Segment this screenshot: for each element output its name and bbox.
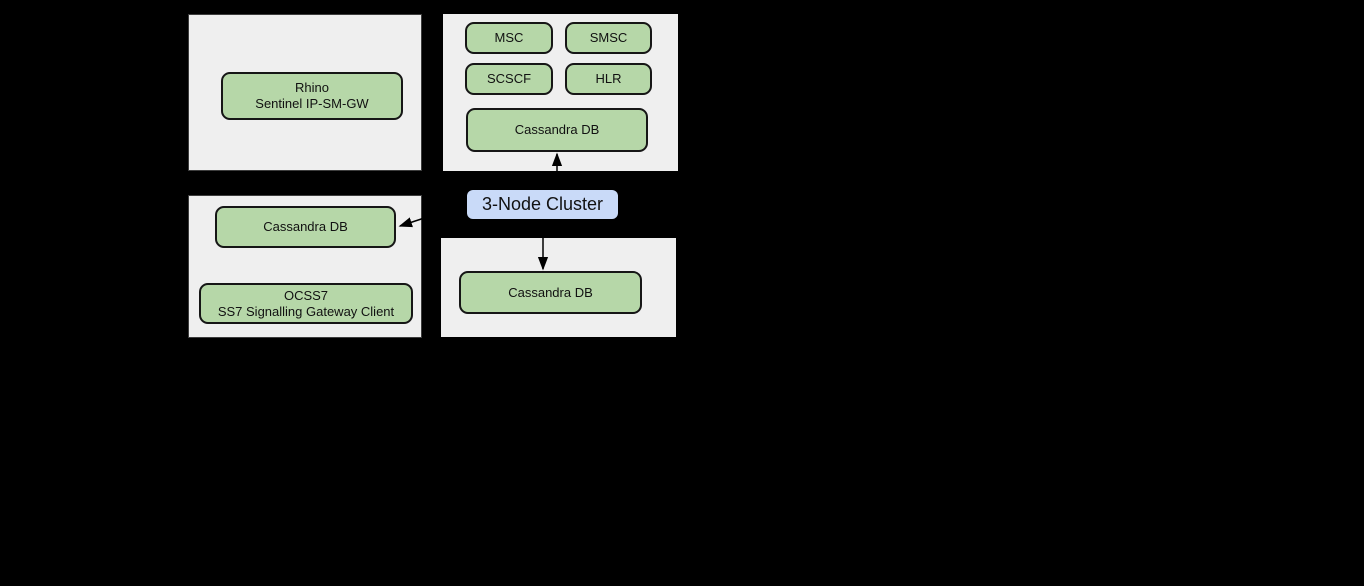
node-cassandra-top-label: Cassandra DB (514, 122, 600, 137)
cluster-label: 3-Node Cluster (467, 190, 618, 219)
node-smsc: SMSC (565, 22, 652, 54)
node-cassandra-bottom: Cassandra DB (459, 271, 642, 314)
node-ocss7-line2: SS7 Signalling Gateway Client (217, 303, 395, 319)
node-scscf-label: SCSCF (486, 71, 532, 86)
node-scscf: SCSCF (465, 63, 553, 95)
node-cassandra-left-label: Cassandra DB (263, 219, 348, 234)
node-smsc-label: SMSC (589, 30, 628, 45)
node-rhino-line1: Rhino (295, 80, 329, 95)
node-rhino-line2: Sentinel IP-SM-GW (255, 96, 369, 111)
node-rhino-sentinel: Rhino Sentinel IP-SM-GW (221, 72, 403, 120)
node-ocss7: OCSS7 SS7 Signalling Gateway Client (199, 283, 413, 324)
node-ocss7-line1: OCSS7 (283, 287, 329, 303)
node-cassandra-top: Cassandra DB (466, 108, 648, 152)
node-cassandra-bottom-label: Cassandra DB (508, 284, 593, 300)
node-msc: MSC (465, 22, 553, 54)
node-hlr: HLR (565, 63, 652, 95)
node-msc-label: MSC (494, 30, 524, 45)
node-hlr-label: HLR (595, 71, 622, 86)
cluster-label-text: 3-Node Cluster (481, 194, 604, 214)
node-cassandra-left: Cassandra DB (215, 206, 396, 248)
